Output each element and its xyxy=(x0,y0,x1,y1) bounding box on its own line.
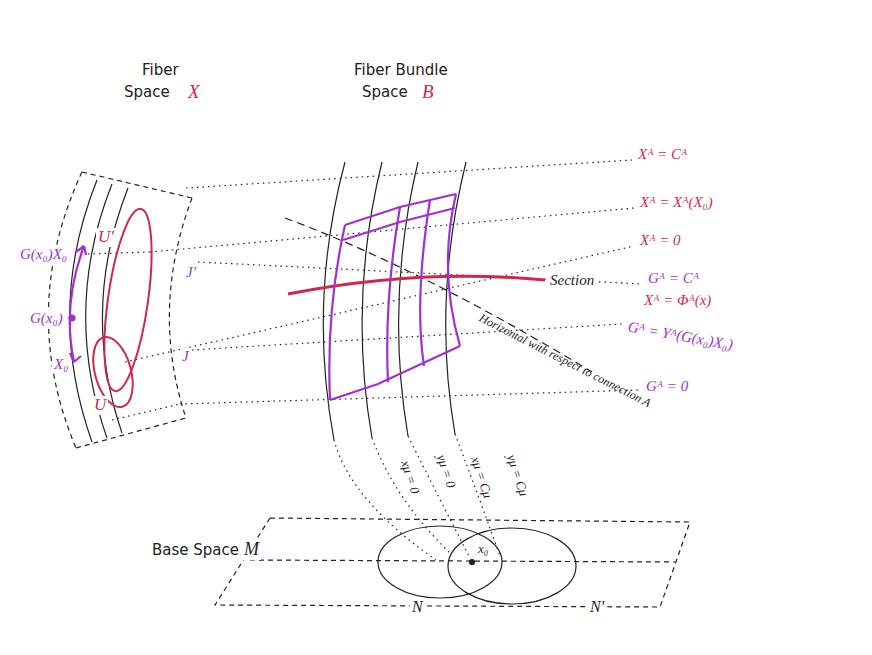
point-label: X₀ xyxy=(52,356,70,373)
base-title: Base Space xyxy=(150,542,241,559)
point-label: x₀ xyxy=(476,542,490,556)
base-symbol: M xyxy=(242,540,261,560)
coordinate-label: Gᴬ = 0 xyxy=(644,378,690,395)
neighborhood-label: N′ xyxy=(588,598,606,616)
coordinate-label: Gᴬ = Cᴬ xyxy=(646,270,701,287)
curve-label: yμ = Cμ xyxy=(503,451,531,500)
coordinate-label: Xᴬ = Φᴬ(x) xyxy=(642,292,713,309)
group-label: G(x₀) xyxy=(28,310,65,327)
bundle-title: Fiber Bundle xyxy=(352,62,450,79)
bundle-symbol: B xyxy=(420,82,436,103)
fiber-title: Space xyxy=(122,84,172,101)
curve-label: xμ = Cμ xyxy=(467,453,495,502)
fiber-symbol: X xyxy=(186,82,202,103)
coordinate-label: Xᴬ = 0 xyxy=(638,232,683,249)
curve-label: yμ = 0 xyxy=(433,451,458,492)
coordinate-label: Xᴬ = Cᴬ xyxy=(636,146,689,163)
neighborhood-label: N xyxy=(410,598,425,616)
coordinate-label: Xᴬ = Xᴬ(X₀) xyxy=(638,194,715,211)
fiber-title: Fiber xyxy=(140,62,181,79)
bundle-title: Space xyxy=(360,84,410,101)
map-label: J xyxy=(180,348,191,365)
coordinate-label: Gᴬ = Yᴬ(G(x₀)X₀) xyxy=(625,318,737,353)
region-label: U′ xyxy=(96,228,116,247)
map-label: J′ xyxy=(184,264,198,281)
section-label: Section xyxy=(548,272,596,289)
group-label: G(x₀)X₀ xyxy=(18,246,69,263)
curve-label: xμ = 0 xyxy=(397,457,422,498)
region-label: U xyxy=(92,396,108,415)
